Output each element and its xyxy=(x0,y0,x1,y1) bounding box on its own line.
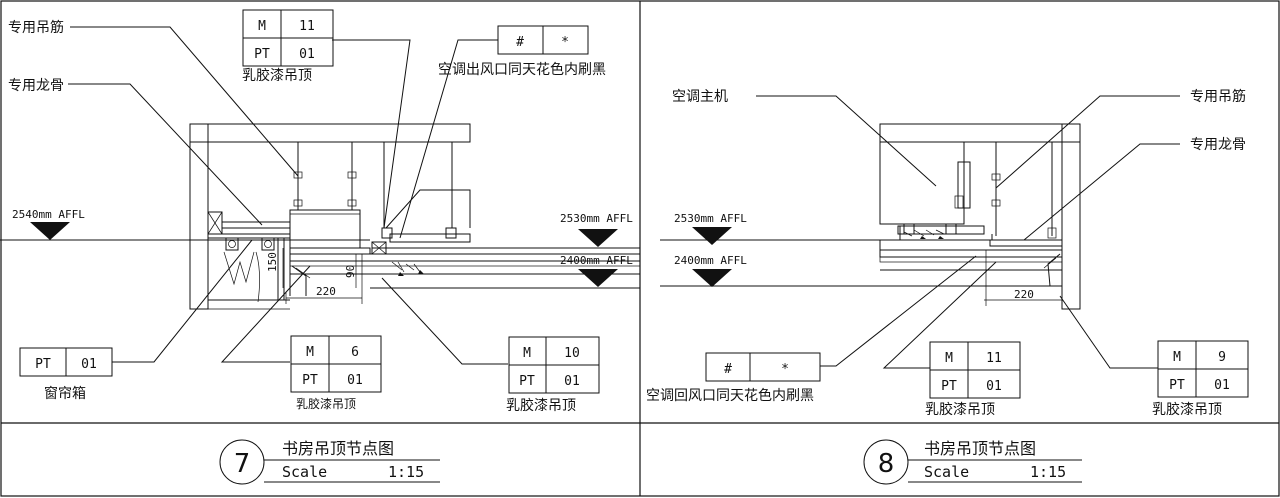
right-tag-right xyxy=(1157,340,1249,398)
left-tag-mid-r1c2: 6 xyxy=(351,345,359,360)
left-label-curtain-box: 窗帘箱 xyxy=(44,385,86,402)
left-curtain-box xyxy=(207,211,291,310)
left-title-name: 书房吊顶节点图 xyxy=(282,439,394,458)
right-tag-right-r2c2: 01 xyxy=(1214,378,1230,393)
right-tag-mid-r2c2: 01 xyxy=(986,379,1002,394)
left-title-circle xyxy=(219,439,265,485)
left-tag-mid-r2c2: 01 xyxy=(347,373,363,388)
left-tag-top-r2c2: 01 xyxy=(299,47,315,62)
right-label-ceiling-mid: 乳胶漆吊顶 xyxy=(925,401,995,418)
left-label-outlet-note: 空调出风口同天花色内刷黑 xyxy=(438,61,606,78)
left-tag-right-r2c2: 01 xyxy=(564,374,580,389)
right-dim-220: 220 xyxy=(1014,288,1034,301)
right-label-return-note: 空调回风口同天花色内刷黑 xyxy=(646,387,814,404)
right-scale-label: Scale xyxy=(924,463,969,481)
right-tag-return-c2: * xyxy=(781,362,789,377)
right-tag-mid-r1c2: 11 xyxy=(986,351,1002,366)
left-tag-outlet-c2: * xyxy=(561,35,569,50)
right-dimensions xyxy=(984,250,1063,306)
right-leader-lines xyxy=(756,95,1180,369)
left-label-keel: 专用龙骨 xyxy=(8,78,64,94)
left-level-marker-2400 xyxy=(578,269,618,287)
left-tag-outlet-c1: # xyxy=(516,35,524,50)
left-dimensions xyxy=(282,248,363,304)
right-scale-value: 1:15 xyxy=(1030,463,1066,481)
left-lower-ceiling xyxy=(289,253,641,296)
right-level-2400: 2400mm AFFL xyxy=(674,254,747,267)
right-tag-mid xyxy=(929,341,1021,399)
right-tag-return-c1: # xyxy=(724,362,732,377)
right-label-ac-unit: 空调主机 xyxy=(672,89,728,105)
right-label-ceiling-right: 乳胶漆吊顶 xyxy=(1152,401,1222,418)
right-tag-right-r2c1: PT xyxy=(1169,378,1185,393)
left-tag-top xyxy=(242,9,334,67)
right-upper-ceiling-board xyxy=(989,239,1063,247)
left-dim-90: 90 xyxy=(344,265,357,278)
right-title-circle xyxy=(863,439,909,485)
left-level-marker-2530 xyxy=(578,229,618,247)
left-tag-curtain-c2: 01 xyxy=(81,357,97,372)
left-dim-220: 220 xyxy=(316,285,336,298)
left-tag-right-r1c1: M xyxy=(523,346,531,361)
left-tag-top-r1c2: 11 xyxy=(299,19,315,34)
right-hanger-rods xyxy=(991,142,1057,239)
left-level-lines xyxy=(0,239,640,289)
right-ac-unit xyxy=(879,141,993,250)
left-title-number: 7 xyxy=(234,449,251,479)
left-concrete-slab xyxy=(189,123,471,143)
left-ceiling-drop xyxy=(289,209,371,255)
left-tag-mid-r2c1: PT xyxy=(302,373,318,388)
left-scale-value: 1:15 xyxy=(388,463,424,481)
left-tag-top-r2c1: PT xyxy=(254,47,270,62)
right-title-name: 书房吊顶节点图 xyxy=(924,439,1036,458)
right-lower-ceiling xyxy=(879,249,1063,287)
left-level-2530: 2530mm AFFL xyxy=(560,212,633,225)
left-tag-right-r2c1: PT xyxy=(519,374,535,389)
left-level-2540: 2540mm AFFL xyxy=(12,208,85,221)
left-detail: 2540mm AFFL 2530mm AFFL 2400mm AFFL 220 … xyxy=(0,9,641,485)
right-level-marker-2400 xyxy=(692,269,732,287)
right-tag-mid-r2c1: PT xyxy=(941,379,957,394)
left-tag-curtain xyxy=(19,347,113,377)
right-concrete-wall xyxy=(1061,123,1081,310)
left-tag-right xyxy=(508,336,600,394)
left-label-hanger: 专用吊筋 xyxy=(8,19,64,36)
left-ac-outlet-duct xyxy=(371,189,471,276)
right-tag-right-r1c2: 9 xyxy=(1218,350,1226,365)
right-level-2530: 2530mm AFFL xyxy=(674,212,747,225)
right-label-hanger: 专用吊筋 xyxy=(1190,88,1246,105)
left-tag-right-r1c2: 10 xyxy=(564,346,580,361)
right-concrete-slab xyxy=(879,123,1081,143)
right-label-keel: 专用龙骨 xyxy=(1190,137,1246,153)
right-title-number: 8 xyxy=(878,449,895,479)
left-hanger-rods xyxy=(293,142,453,228)
left-dim-150: 150 xyxy=(266,252,279,272)
left-level-marker-2540 xyxy=(30,222,70,240)
left-tag-top-r1c1: M xyxy=(258,19,266,34)
left-label-ceiling-mid: 乳胶漆吊顶 xyxy=(296,396,356,411)
right-tag-right-r1c1: M xyxy=(1173,350,1181,365)
left-label-ceiling-right: 乳胶漆吊顶 xyxy=(506,397,576,414)
right-level-marker-2530 xyxy=(692,227,732,245)
right-tag-return xyxy=(705,352,821,382)
left-tag-mid xyxy=(290,335,382,393)
left-tag-curtain-c1: PT xyxy=(35,357,51,372)
left-tag-outlet xyxy=(497,25,589,55)
left-level-2400: 2400mm AFFL xyxy=(560,254,633,267)
left-tag-mid-r1c1: M xyxy=(306,345,314,360)
right-detail: 2530mm AFFL 2400mm AFFL 220 空调主机 专用吊筋 专用… xyxy=(646,88,1249,485)
left-leader-lines xyxy=(68,26,508,365)
right-tag-mid-r1c1: M xyxy=(945,351,953,366)
left-label-ceiling-top: 乳胶漆吊顶 xyxy=(242,67,312,84)
left-concrete-wall xyxy=(189,123,209,310)
left-scale-label: Scale xyxy=(282,463,327,481)
